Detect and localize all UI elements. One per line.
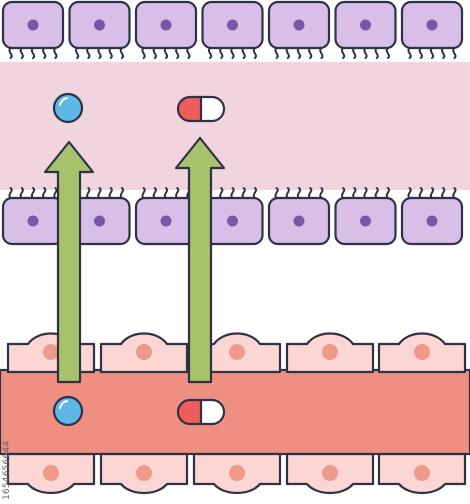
epithelial-nucleus bbox=[27, 215, 39, 227]
epithelial-nucleus bbox=[426, 19, 438, 31]
epithelial-cell bbox=[334, 0, 397, 59]
microvilli bbox=[274, 187, 324, 199]
watermark-id: 1654656644 bbox=[2, 440, 12, 500]
epithelial-nucleus bbox=[160, 19, 172, 31]
endothelial-cell bbox=[99, 452, 189, 495]
epithelial-nucleus bbox=[94, 19, 105, 31]
endothelial-nucleus bbox=[136, 344, 152, 360]
epithelial-nucleus bbox=[360, 215, 371, 227]
epithelial-cell bbox=[1, 187, 65, 246]
endothelial-cell bbox=[192, 452, 282, 495]
microvilli bbox=[8, 47, 58, 59]
endothelial-cell bbox=[192, 332, 282, 374]
epithelial-nucleus bbox=[227, 19, 238, 31]
epithelial-cell bbox=[267, 0, 331, 59]
epithelium-top-row bbox=[1, 0, 464, 59]
epithelial-nucleus bbox=[27, 19, 39, 31]
microvilli bbox=[141, 187, 191, 199]
endothelial-nucleus bbox=[229, 344, 245, 360]
capsule-icon-lumen bbox=[176, 95, 226, 123]
endothelial-nucleus bbox=[414, 344, 430, 360]
microvilli bbox=[340, 187, 391, 199]
sphere-highlight bbox=[59, 97, 68, 106]
microvilli bbox=[207, 47, 258, 59]
microvilli bbox=[340, 47, 391, 59]
epithelial-cell bbox=[400, 187, 464, 246]
endothelial-nucleus bbox=[414, 465, 430, 481]
epithelial-cell bbox=[267, 187, 331, 246]
transport-arrow-left bbox=[43, 140, 95, 384]
epithelium-bottom-row bbox=[1, 187, 464, 246]
endothelium-bottom-row bbox=[6, 452, 467, 495]
blue-sphere-icon-lumen bbox=[52, 92, 84, 124]
sphere-highlight bbox=[59, 400, 68, 409]
capsule-white-half bbox=[201, 97, 224, 121]
endothelial-nucleus bbox=[136, 465, 152, 481]
sphere-body bbox=[52, 92, 84, 124]
sphere-body bbox=[52, 395, 84, 427]
epithelial-nucleus bbox=[227, 215, 238, 227]
endothelial-nucleus bbox=[43, 465, 59, 481]
endothelial-cell bbox=[377, 332, 467, 374]
capsule-icon-blood bbox=[176, 398, 226, 426]
endothelium-top-row bbox=[6, 332, 467, 374]
endothelial-cell bbox=[377, 452, 467, 495]
endothelial-cell bbox=[99, 332, 189, 374]
capsule-red-half bbox=[178, 400, 201, 424]
transport-arrow-right bbox=[174, 136, 226, 384]
epithelial-nucleus bbox=[293, 19, 305, 31]
epithelial-cell bbox=[1, 0, 65, 59]
epithelial-nucleus bbox=[94, 215, 105, 227]
microvilli bbox=[407, 47, 457, 59]
microvilli bbox=[141, 47, 191, 59]
capsule-white-half bbox=[201, 400, 224, 424]
epithelial-nucleus bbox=[293, 215, 305, 227]
endothelial-nucleus bbox=[43, 344, 59, 360]
microvilli bbox=[274, 47, 324, 59]
epithelial-cell bbox=[134, 0, 198, 59]
capsule-red-half bbox=[178, 97, 201, 121]
microvilli bbox=[407, 187, 457, 199]
endothelial-cell bbox=[6, 452, 96, 495]
endothelial-nucleus bbox=[322, 465, 338, 481]
microvilli bbox=[8, 187, 58, 199]
microvilli bbox=[74, 47, 125, 59]
epithelial-nucleus bbox=[360, 19, 371, 31]
endothelial-nucleus bbox=[229, 465, 245, 481]
endothelial-cell bbox=[285, 452, 375, 495]
epithelial-cell bbox=[68, 0, 131, 59]
endothelial-nucleus bbox=[322, 344, 338, 360]
epithelial-nucleus bbox=[160, 215, 172, 227]
epithelial-cell bbox=[334, 187, 397, 246]
epithelial-cell bbox=[201, 0, 264, 59]
blue-sphere-icon-blood bbox=[52, 395, 84, 427]
epithelial-cell bbox=[134, 187, 198, 246]
epithelial-cell bbox=[400, 0, 464, 59]
endothelial-cell bbox=[285, 332, 375, 374]
epithelial-nucleus bbox=[426, 215, 438, 227]
